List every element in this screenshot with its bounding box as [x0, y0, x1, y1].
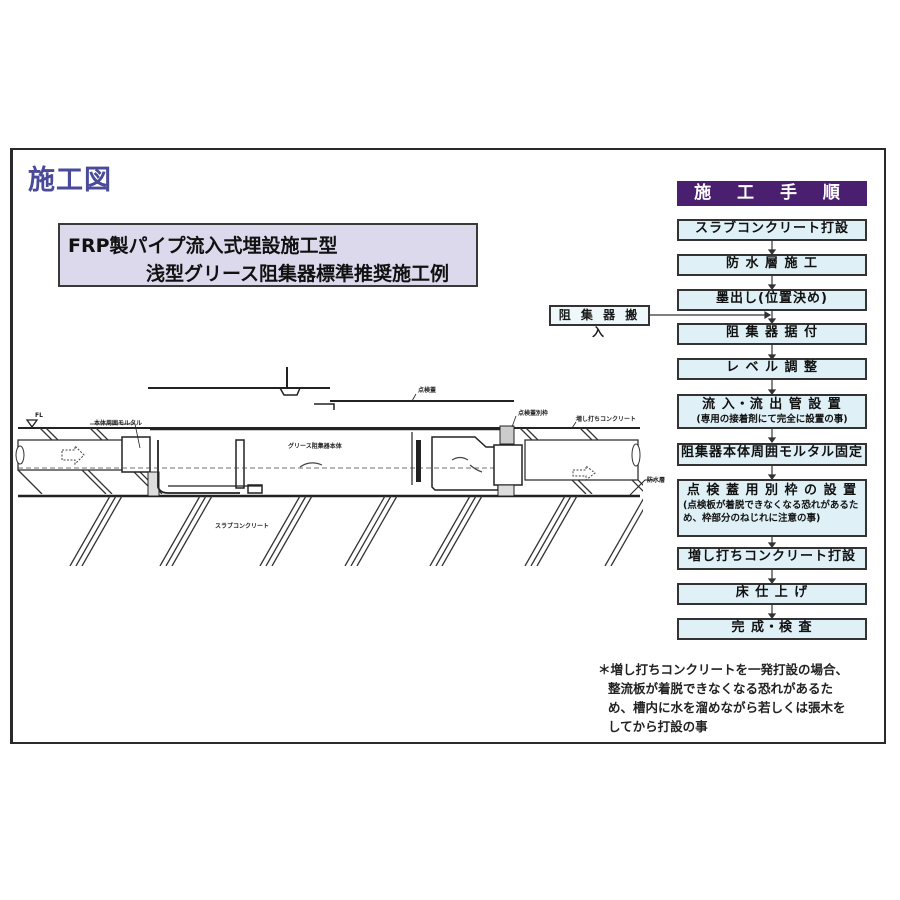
footnote-line: してから打設の事: [608, 719, 708, 734]
step-pipe-install: 流 入・流 出 管 設 置 (専用の接着剤にて完全に設置の事): [677, 394, 867, 429]
subtitle-line-1: FRP製パイプ流入式埋設施工型: [68, 235, 338, 257]
step-marking: 墨出し(位置決め): [677, 289, 867, 311]
procedure-header: 施 工 手 順: [677, 181, 867, 206]
step-label: 防 水 層 施 工: [725, 256, 819, 271]
step-label: 墨出し(位置決め): [716, 291, 828, 306]
step-note: (点検板が着脱できなくなる恐れがあるため、枠部分のねじれに注意の事): [683, 499, 859, 524]
step-inspection: 完 成・検 査: [677, 618, 867, 640]
step-install: 阻 集 器 据 付: [677, 323, 867, 345]
subtitle-box: FRP製パイプ流入式埋設施工型 浅型グリース阻集器標準推奨施工例: [58, 223, 478, 287]
step-label: 流 入・流 出 管 設 置: [702, 397, 842, 412]
step-label: 床 仕 上 げ: [735, 585, 809, 600]
body-label: グリース阻集器本体: [288, 443, 342, 450]
step-slab-concrete: スラブコンクリート打設: [677, 219, 867, 241]
interceptor-delivery-box: 阻 集 器 搬 入: [549, 305, 650, 339]
footnote-line: め、槽内に水を溜めながら若しくは張木を: [608, 700, 846, 715]
cover-frame-label: 点検蓋別枠: [518, 410, 549, 417]
slab-concrete-label: スラブコンクリート: [215, 523, 270, 530]
step-label: 阻集器本体周囲モルタル固定: [680, 445, 863, 460]
step-topping-concrete: 増し打ちコンクリート打設: [677, 547, 867, 570]
step-mortar-fix: 阻集器本体周囲モルタル固定: [677, 443, 867, 466]
step-label: 完 成・検 査: [731, 620, 813, 635]
step-floor-finish: 床 仕 上 げ: [677, 583, 867, 605]
step-waterproof: 防 水 層 施 工: [677, 254, 867, 276]
step-label: スラブコンクリート打設: [694, 221, 849, 236]
fl-label: FL: [35, 412, 43, 419]
step-level-adjust: レ ベ ル 調 整: [677, 358, 867, 380]
step-label: レ ベ ル 調 整: [725, 360, 819, 375]
step-label: 阻 集 器 据 付: [725, 325, 819, 340]
footnote: ＊増し打ちコンクリートを一発打設の場合、 整流板が着脱できなくなる恐れがあるた …: [598, 660, 888, 736]
footnote-line: 整流板が着脱できなくなる恐れがあるた: [608, 681, 834, 696]
step-label: 増し打ちコンクリート打設: [687, 549, 856, 564]
mortar-label: 本体周囲モルタル: [94, 420, 143, 427]
step-frame-install: 点 検 蓋 用 別 枠 の 設 置 (点検板が着脱できなくなる恐れがあるため、枠…: [677, 479, 867, 537]
footnote-line: ＊増し打ちコンクリートを一発打設の場合、: [598, 662, 849, 677]
step-label: 点 検 蓋 用 別 枠 の 設 置: [686, 483, 858, 498]
cover-label: 点検蓋: [418, 387, 437, 394]
waterproof-label: 防水層: [647, 477, 666, 484]
topping-concrete-label: 増し打ちコンクリート: [576, 416, 637, 423]
subtitle-line-2: 浅型グリース阻集器標準推奨施工例: [146, 263, 450, 285]
step-note: (専用の接着剤にて完全に設置の事): [696, 413, 848, 425]
page-title: 施工図: [28, 165, 112, 196]
